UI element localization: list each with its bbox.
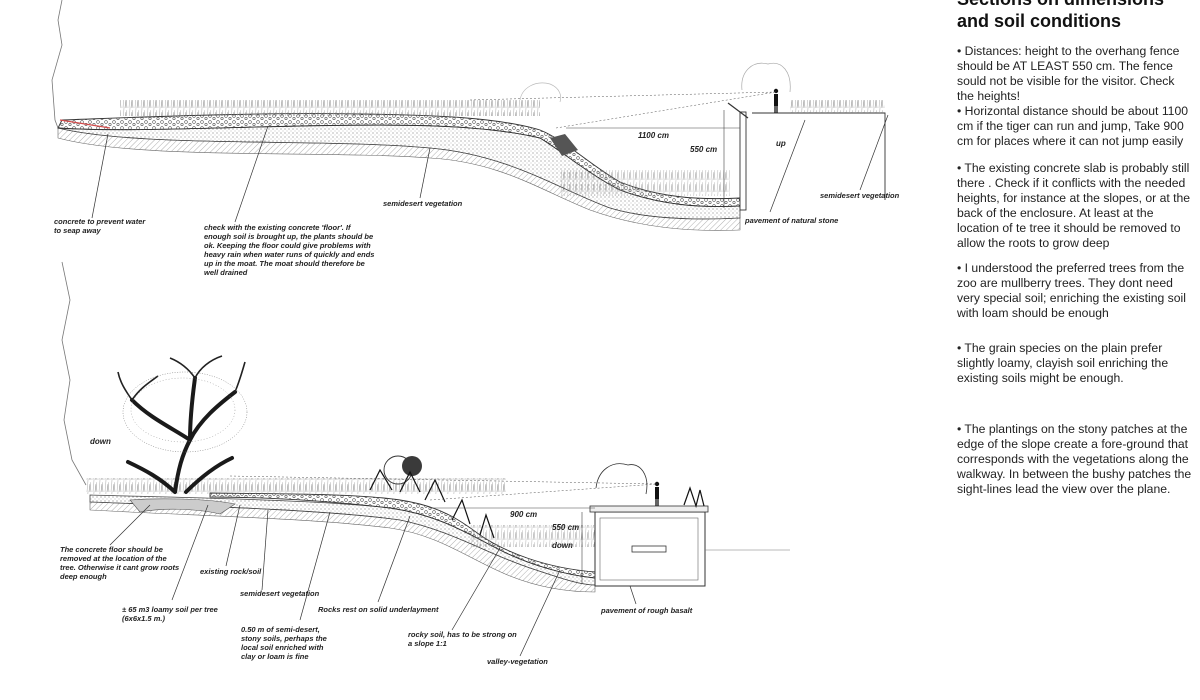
top-moat-wall — [739, 111, 747, 211]
note-trees: • I understood the preferred trees from … — [957, 261, 1186, 320]
top-rocks — [550, 134, 578, 156]
top-platform — [752, 112, 886, 200]
bottom-walkway-structure — [594, 511, 706, 587]
bottom-bushes — [369, 455, 495, 539]
top-grass-slope — [560, 170, 730, 196]
section-drawings: 1100 cm 550 cm up concrete to prevent wa… — [51, 0, 900, 666]
top-label-floor-note: check with the existing concrete 'floor'… — [204, 223, 374, 277]
bottom-sightline-2 — [429, 483, 658, 501]
bottom-label-veg: semidesert vegetation — [240, 589, 320, 598]
top-dim-horizontal: 1100 cm — [638, 131, 669, 140]
bottom-dim-vertical: 550 cm — [552, 523, 579, 532]
top-label-pavement: pavement of natural stone — [744, 216, 838, 225]
bottom-grass-slope — [470, 525, 595, 547]
top-dim-vertical: 550 cm — [690, 145, 717, 154]
bottom-grass-left — [86, 478, 506, 494]
top-tree-outline — [741, 62, 791, 93]
top-grass — [120, 100, 540, 116]
bottom-label-loamy: ± 65 m3 loamy soil per tree(6x6x1.5 m.) — [122, 605, 218, 623]
bottom-down-right: down — [552, 541, 573, 550]
bottom-label-basalt: pavement of rough basalt — [600, 606, 693, 615]
notes-heading: Sections on dimensions and soil conditio… — [957, 0, 1193, 32]
notes-heading-text: Sections on dimensions and soil conditio… — [957, 0, 1164, 31]
note-horizontal: • Horizontal distance should be about 11… — [957, 104, 1189, 148]
top-bush-outline — [519, 82, 562, 103]
bottom-visitor-figure — [654, 481, 660, 506]
bottom-bush-walkway — [595, 463, 648, 495]
top-sightline-2 — [555, 91, 777, 129]
bottom-down-left: down — [90, 437, 111, 446]
top-section: 1100 cm 550 cm up concrete to prevent wa… — [51, 0, 900, 277]
bottom-bench — [631, 545, 667, 553]
bottom-label-semi-desert: 0.50 m of semi-desert,stony soils, perha… — [241, 625, 327, 661]
bottom-bush-right — [683, 486, 705, 509]
bottom-sightline-1 — [229, 475, 658, 485]
bottom-label-valley: valley-vegetation — [487, 657, 548, 666]
bottom-tree — [117, 355, 248, 515]
bottom-dim-horizontal: 900 cm — [510, 510, 537, 519]
top-up-label: up — [776, 139, 786, 148]
top-sightline-1 — [469, 91, 777, 101]
top-grass-right — [790, 100, 885, 113]
bottom-label-rocks: Rocks rest on solid underlayment — [318, 605, 439, 614]
bottom-walkway-inner — [599, 517, 699, 581]
bottom-walk-top — [589, 505, 709, 513]
note-distances: • Distances: height to the overhang fenc… — [957, 44, 1180, 103]
note-concrete-slab: • The existing concrete slab is probably… — [957, 161, 1191, 250]
top-label-veg-mid: semidesert vegetation — [383, 199, 463, 208]
note-grain: • The grain species on the plain prefer … — [957, 341, 1169, 385]
top-concrete-edge — [59, 119, 111, 129]
notes-panel: Sections on dimensions and soil conditio… — [957, 0, 1193, 497]
top-label-veg-right: semidesert vegetation — [820, 191, 900, 200]
note-plantings: • The plantings on the stony patches at … — [957, 422, 1192, 496]
bottom-edge-line — [61, 261, 87, 486]
top-edge-line — [51, 0, 63, 129]
bottom-section: 900 cm 550 cm down down The concrete flo… — [60, 261, 790, 666]
top-overhang — [727, 102, 749, 119]
bottom-label-rock-soil: existing rock/soil — [200, 567, 262, 576]
